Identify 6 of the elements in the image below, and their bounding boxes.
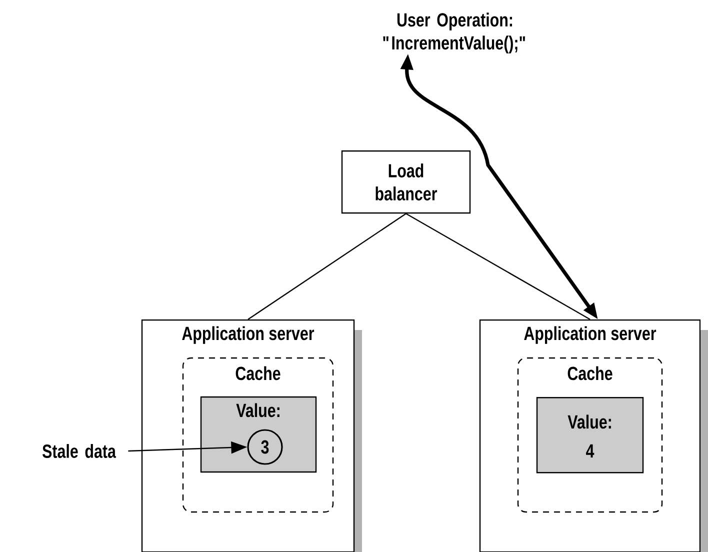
value-box: Value: 4 [536, 397, 644, 474]
process-box: Load balancer [341, 150, 471, 214]
connector-line [406, 213, 590, 320]
text-label: User Operation: "IncrementValue();" [383, 12, 525, 54]
text-label: Stale data [42, 444, 116, 458]
connector-line [248, 213, 406, 320]
